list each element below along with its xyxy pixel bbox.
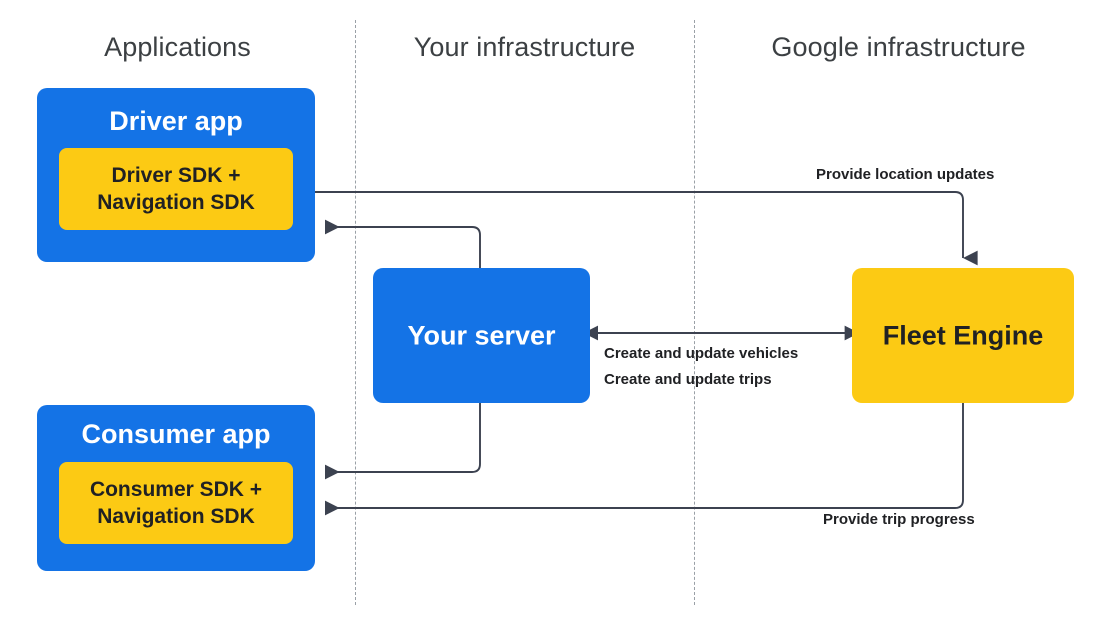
column-header-google-infrastructure: Google infrastructure bbox=[771, 32, 1026, 62]
edge-label-create-and-update-trips: Create and update trips bbox=[604, 371, 772, 388]
node-your-server[interactable]: Your server bbox=[373, 268, 590, 403]
your-server-title: Your server bbox=[407, 320, 556, 350]
consumer-app-title: Consumer app bbox=[81, 419, 271, 449]
column-header-applications: Applications bbox=[104, 32, 251, 62]
column-header-your-infrastructure: Your infrastructure bbox=[413, 32, 636, 62]
column-divider-left bbox=[355, 20, 356, 605]
node-driver-sdk[interactable]: Driver SDK + Navigation SDK bbox=[59, 148, 293, 230]
edge-label-provide-location-updates: Provide location updates bbox=[816, 166, 995, 183]
consumer-sdk-line-2: Navigation SDK bbox=[97, 505, 255, 528]
node-consumer-sdk[interactable]: Consumer SDK + Navigation SDK bbox=[59, 462, 293, 544]
consumer-sdk-line-1: Consumer SDK + bbox=[89, 478, 263, 501]
edge-label-create-and-update-vehicles: Create and update vehicles bbox=[604, 345, 799, 362]
driver-sdk-line-2: Navigation SDK bbox=[97, 191, 255, 214]
node-consumer-app[interactable]: Consumer app Consumer SDK + Navigation S… bbox=[37, 405, 315, 571]
node-fleet-engine[interactable]: Fleet Engine bbox=[852, 268, 1074, 403]
fleet-engine-title: Fleet Engine bbox=[882, 320, 1044, 350]
driver-sdk-line-1: Driver SDK + bbox=[111, 164, 241, 187]
edge-label-provide-trip-progress: Provide trip progress bbox=[823, 511, 975, 528]
column-divider-right bbox=[694, 20, 695, 605]
node-driver-app[interactable]: Driver app Driver SDK + Navigation SDK bbox=[37, 88, 315, 262]
driver-app-title: Driver app bbox=[109, 106, 243, 136]
